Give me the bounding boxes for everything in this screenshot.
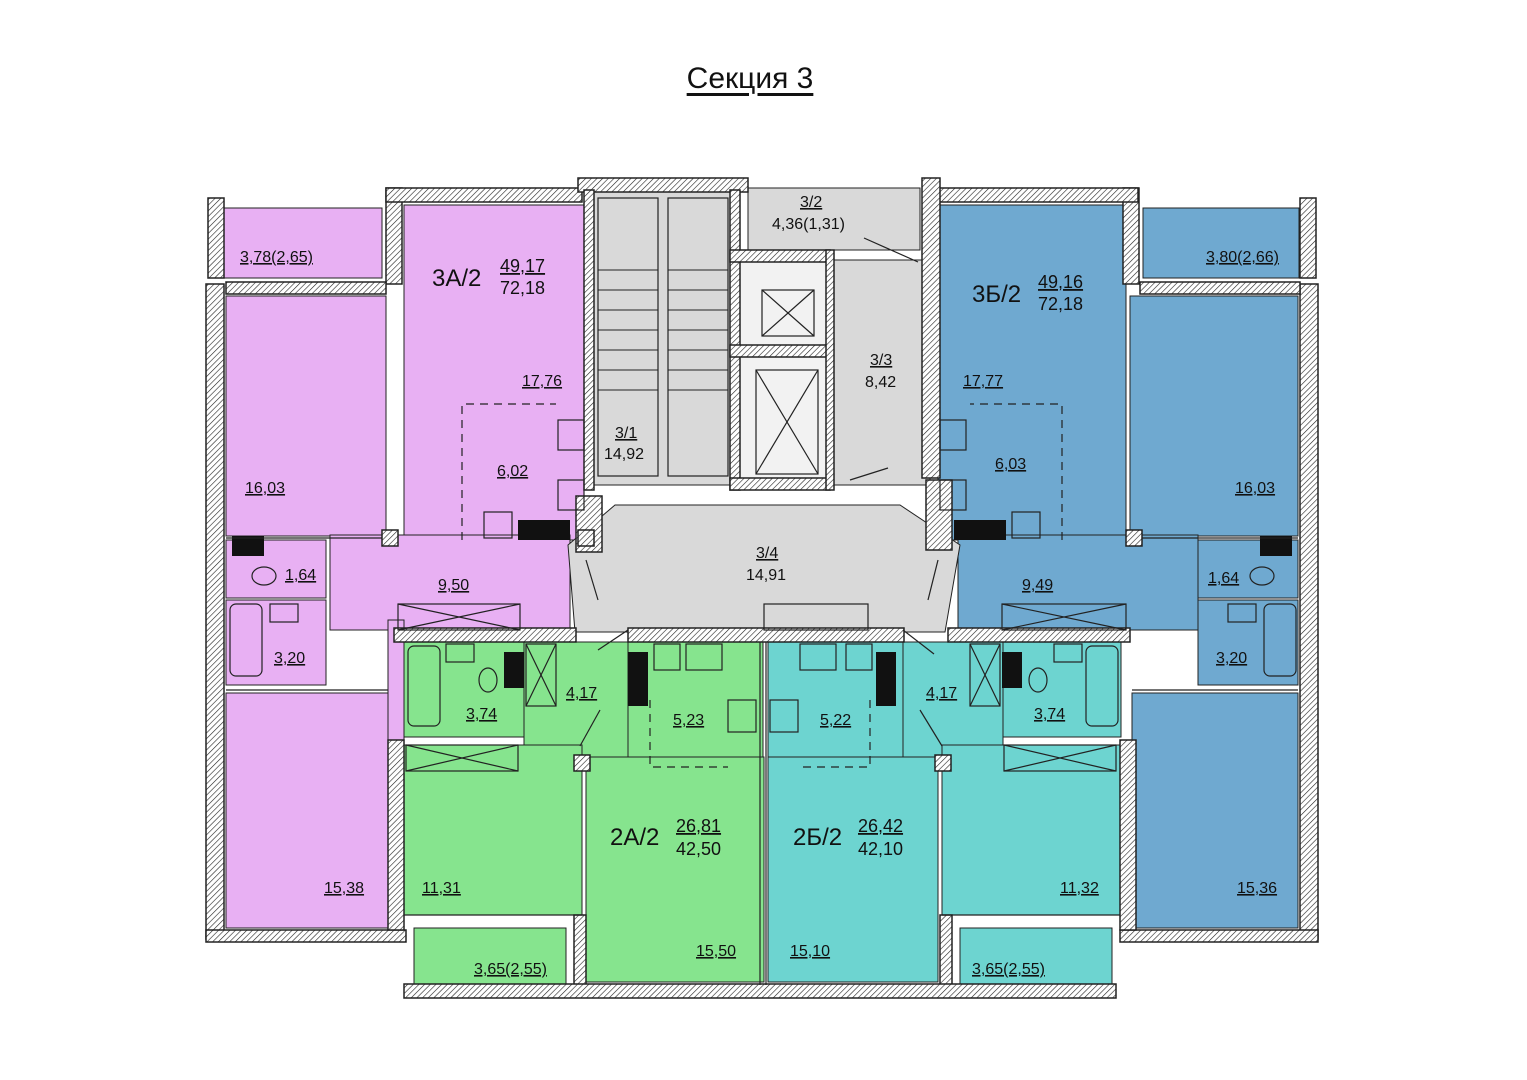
room-2b2-right <box>941 744 1121 916</box>
room-2b2-main <box>767 756 939 983</box>
label-b3-bath: 3,20 <box>1216 650 1247 667</box>
labels: 3,78(2,65) 3А/2 49,17 72,18 17,76 6,02 1… <box>240 194 1279 978</box>
label-c34-area: 14,91 <box>746 567 786 584</box>
bath-3b2 <box>1197 599 1299 686</box>
room-3a2-bottom <box>225 692 389 929</box>
label-stair-name: 3/1 <box>615 425 637 442</box>
elevator-shaft <box>734 259 828 486</box>
apartment-3b2[interactable] <box>937 204 1300 929</box>
room-3b2-bottom <box>1131 692 1299 929</box>
apartment-3a2[interactable] <box>221 204 585 931</box>
label-b3-wc: 1,64 <box>1208 570 1239 587</box>
label-c33-name: 3/3 <box>870 352 892 369</box>
balcony-2b2 <box>959 927 1113 989</box>
label-a3-living: 49,17 <box>500 256 545 276</box>
room-3a2-big <box>403 204 585 541</box>
label-b3-kitchen: 6,03 <box>995 456 1026 473</box>
label-b3-room-bottom: 15,36 <box>1237 880 1277 897</box>
room-3a2-left <box>225 295 387 537</box>
label-a3-room-bottom: 15,38 <box>324 880 364 897</box>
label-b3-name: 3Б/2 <box>972 281 1021 308</box>
page-title: Секция 3 <box>686 62 814 95</box>
balcony-3a2 <box>221 207 383 279</box>
label-b2-hall: 4,17 <box>926 685 957 702</box>
interior-details <box>226 197 1298 916</box>
label-b2-living: 26,42 <box>858 816 903 836</box>
apartment-2a2[interactable] <box>403 641 765 989</box>
label-a2-bath: 3,74 <box>466 706 497 723</box>
label-b3-room-big: 17,77 <box>963 373 1003 390</box>
label-stair-area: 14,92 <box>604 446 644 463</box>
label-b2-balcony: 3,65(2,55) <box>972 961 1045 978</box>
label-a3-name: 3А/2 <box>432 265 481 292</box>
room-3b2-right <box>1129 295 1299 537</box>
label-b2-bath: 3,74 <box>1034 706 1065 723</box>
stair-steps-icon <box>598 269 728 391</box>
label-a3-room-left: 16,03 <box>245 480 285 497</box>
label-a2-living: 26,81 <box>676 816 721 836</box>
vestibule-3-2 <box>747 187 921 251</box>
bath-2b2 <box>1002 641 1122 738</box>
balcony-2a2 <box>413 927 567 989</box>
kitchen-2a2 <box>627 641 764 768</box>
label-c32-name: 3/2 <box>800 194 822 211</box>
label-a2-name: 2А/2 <box>610 824 659 851</box>
label-a2-balcony: 3,65(2,55) <box>474 961 547 978</box>
label-b2-total: 42,10 <box>858 839 903 859</box>
label-a3-hall: 9,50 <box>438 577 469 594</box>
label-a3-balcony: 3,78(2,65) <box>240 249 313 266</box>
hall-3b2 <box>957 534 1199 631</box>
label-b2-room-main: 15,10 <box>790 943 830 960</box>
label-a2-room-left: 11,31 <box>422 880 461 897</box>
label-b2-name: 2Б/2 <box>793 824 842 851</box>
label-b2-room-right: 11,32 <box>1060 880 1099 897</box>
label-c32-area: 4,36(1,31) <box>772 216 845 233</box>
label-b3-hall: 9,49 <box>1022 577 1053 594</box>
label-b3-total: 72,18 <box>1038 294 1083 314</box>
elevator-hall <box>829 259 931 486</box>
hall-3a2 <box>329 534 571 631</box>
label-b3-room-right: 16,03 <box>1235 480 1275 497</box>
label-c33-area: 8,42 <box>865 374 896 391</box>
label-b3-balcony: 3,80(2,66) <box>1206 249 1279 266</box>
bath-3a2 <box>225 599 327 686</box>
label-a2-room-main: 15,50 <box>696 943 736 960</box>
label-a3-kitchen: 6,02 <box>497 463 528 480</box>
room-2a2-main <box>585 756 765 983</box>
label-a3-bath: 3,20 <box>274 650 305 667</box>
label-a2-hall: 4,17 <box>566 685 597 702</box>
room-3b2-big <box>937 204 1127 541</box>
stairwell <box>591 189 733 486</box>
balcony-3b2 <box>1142 207 1300 279</box>
walls <box>205 177 1319 999</box>
label-a2-total: 42,50 <box>676 839 721 859</box>
label-b2-kitchen: 5,22 <box>820 712 851 729</box>
label-a2-kitchen: 5,23 <box>673 712 704 729</box>
label-a3-wc: 1,64 <box>285 567 316 584</box>
label-a3-total: 72,18 <box>500 278 545 298</box>
label-a3-room-big: 17,76 <box>522 373 562 390</box>
label-c34-name: 3/4 <box>756 545 778 562</box>
label-b3-living: 49,16 <box>1038 272 1083 292</box>
